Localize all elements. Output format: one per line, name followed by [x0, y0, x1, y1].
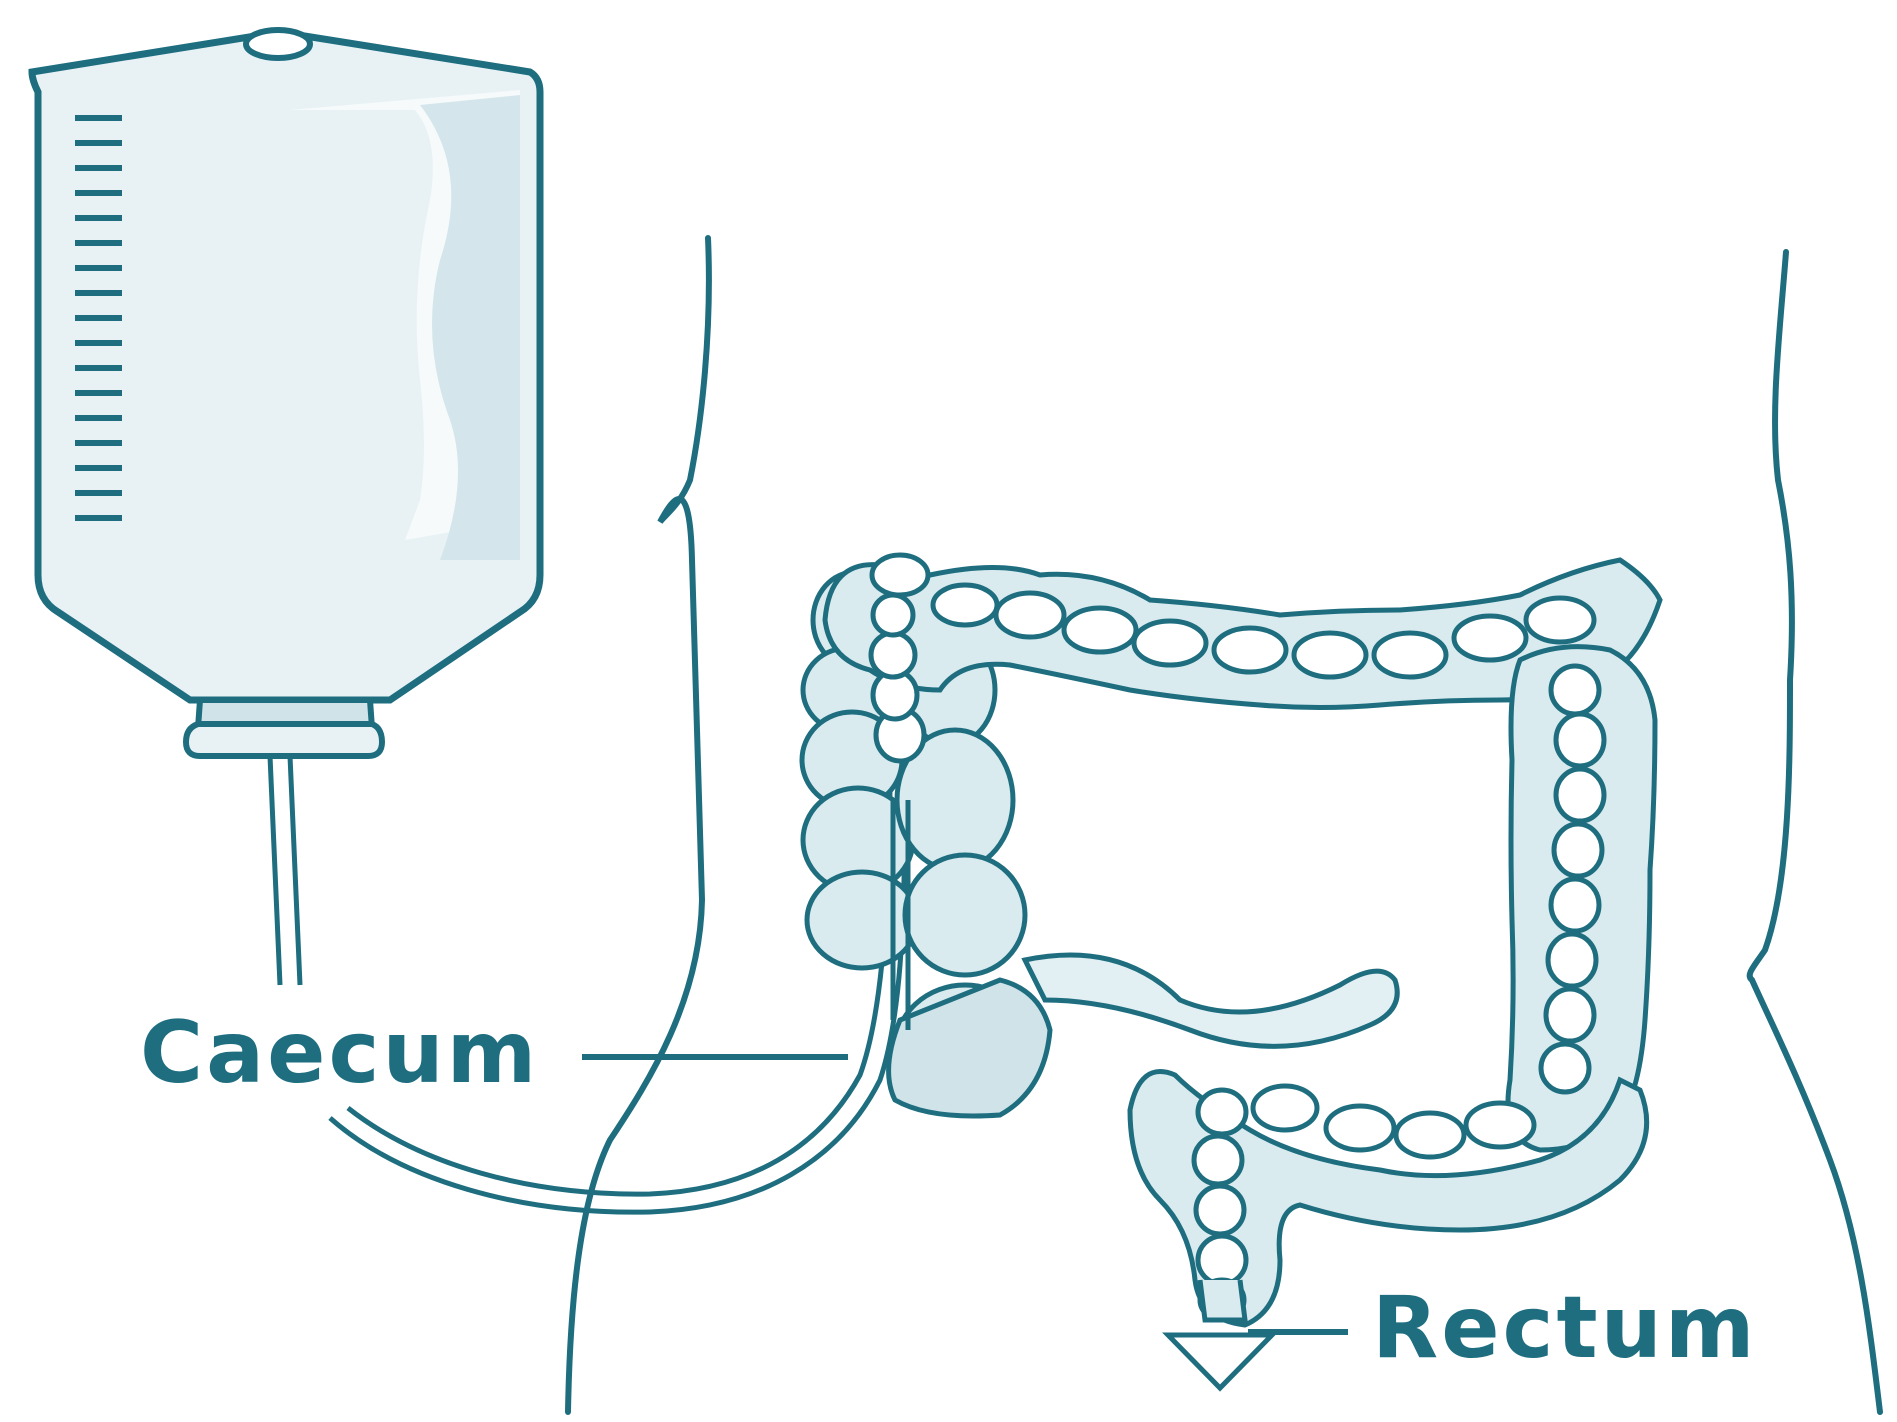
haustrum — [1554, 824, 1602, 876]
haustrum — [873, 595, 913, 635]
haustrum — [1198, 1090, 1246, 1134]
haustrum — [1551, 666, 1599, 714]
haustrum — [1556, 714, 1604, 766]
haustrum — [1294, 633, 1366, 677]
rectum-tube — [1200, 1280, 1245, 1320]
rectum-label: Rectum — [1372, 1278, 1757, 1378]
haustrum — [1546, 989, 1594, 1041]
haustrum — [1194, 1136, 1242, 1184]
haustrum — [1134, 621, 1206, 665]
haustrum — [1214, 628, 1286, 672]
caecum-pouch — [889, 980, 1050, 1116]
haustrum — [1396, 1113, 1464, 1157]
haustrum — [1454, 616, 1526, 660]
caecum-label: Caecum — [140, 1003, 539, 1103]
colon — [802, 555, 1660, 1388]
appendix — [1025, 955, 1397, 1046]
tube-upper-left-line — [270, 756, 280, 985]
haustrum — [1551, 879, 1599, 931]
haustrum — [1198, 1236, 1246, 1284]
haustrum — [871, 633, 915, 677]
irrigation-bag — [32, 30, 540, 756]
haustrum — [1548, 934, 1596, 986]
haustrum — [1326, 1106, 1394, 1150]
haustrum — [1064, 608, 1136, 652]
haustrum — [1466, 1103, 1534, 1147]
haustrum — [1541, 1044, 1589, 1092]
bag-hanger-hole — [246, 30, 310, 58]
haustrum — [1556, 769, 1604, 821]
torso-left-side — [568, 238, 709, 1412]
torso-right-side — [1750, 252, 1880, 1412]
haustrum — [1253, 1086, 1317, 1130]
haustrum — [1374, 633, 1446, 677]
haustrum — [996, 593, 1064, 637]
bag-clamp — [186, 724, 382, 756]
haustrum — [1526, 598, 1594, 642]
tube-upper-right-line — [290, 756, 300, 985]
rectum-arrow — [1168, 1335, 1272, 1388]
haustrum — [933, 585, 997, 625]
haustrum — [872, 555, 928, 595]
haustrum — [1196, 1186, 1244, 1234]
